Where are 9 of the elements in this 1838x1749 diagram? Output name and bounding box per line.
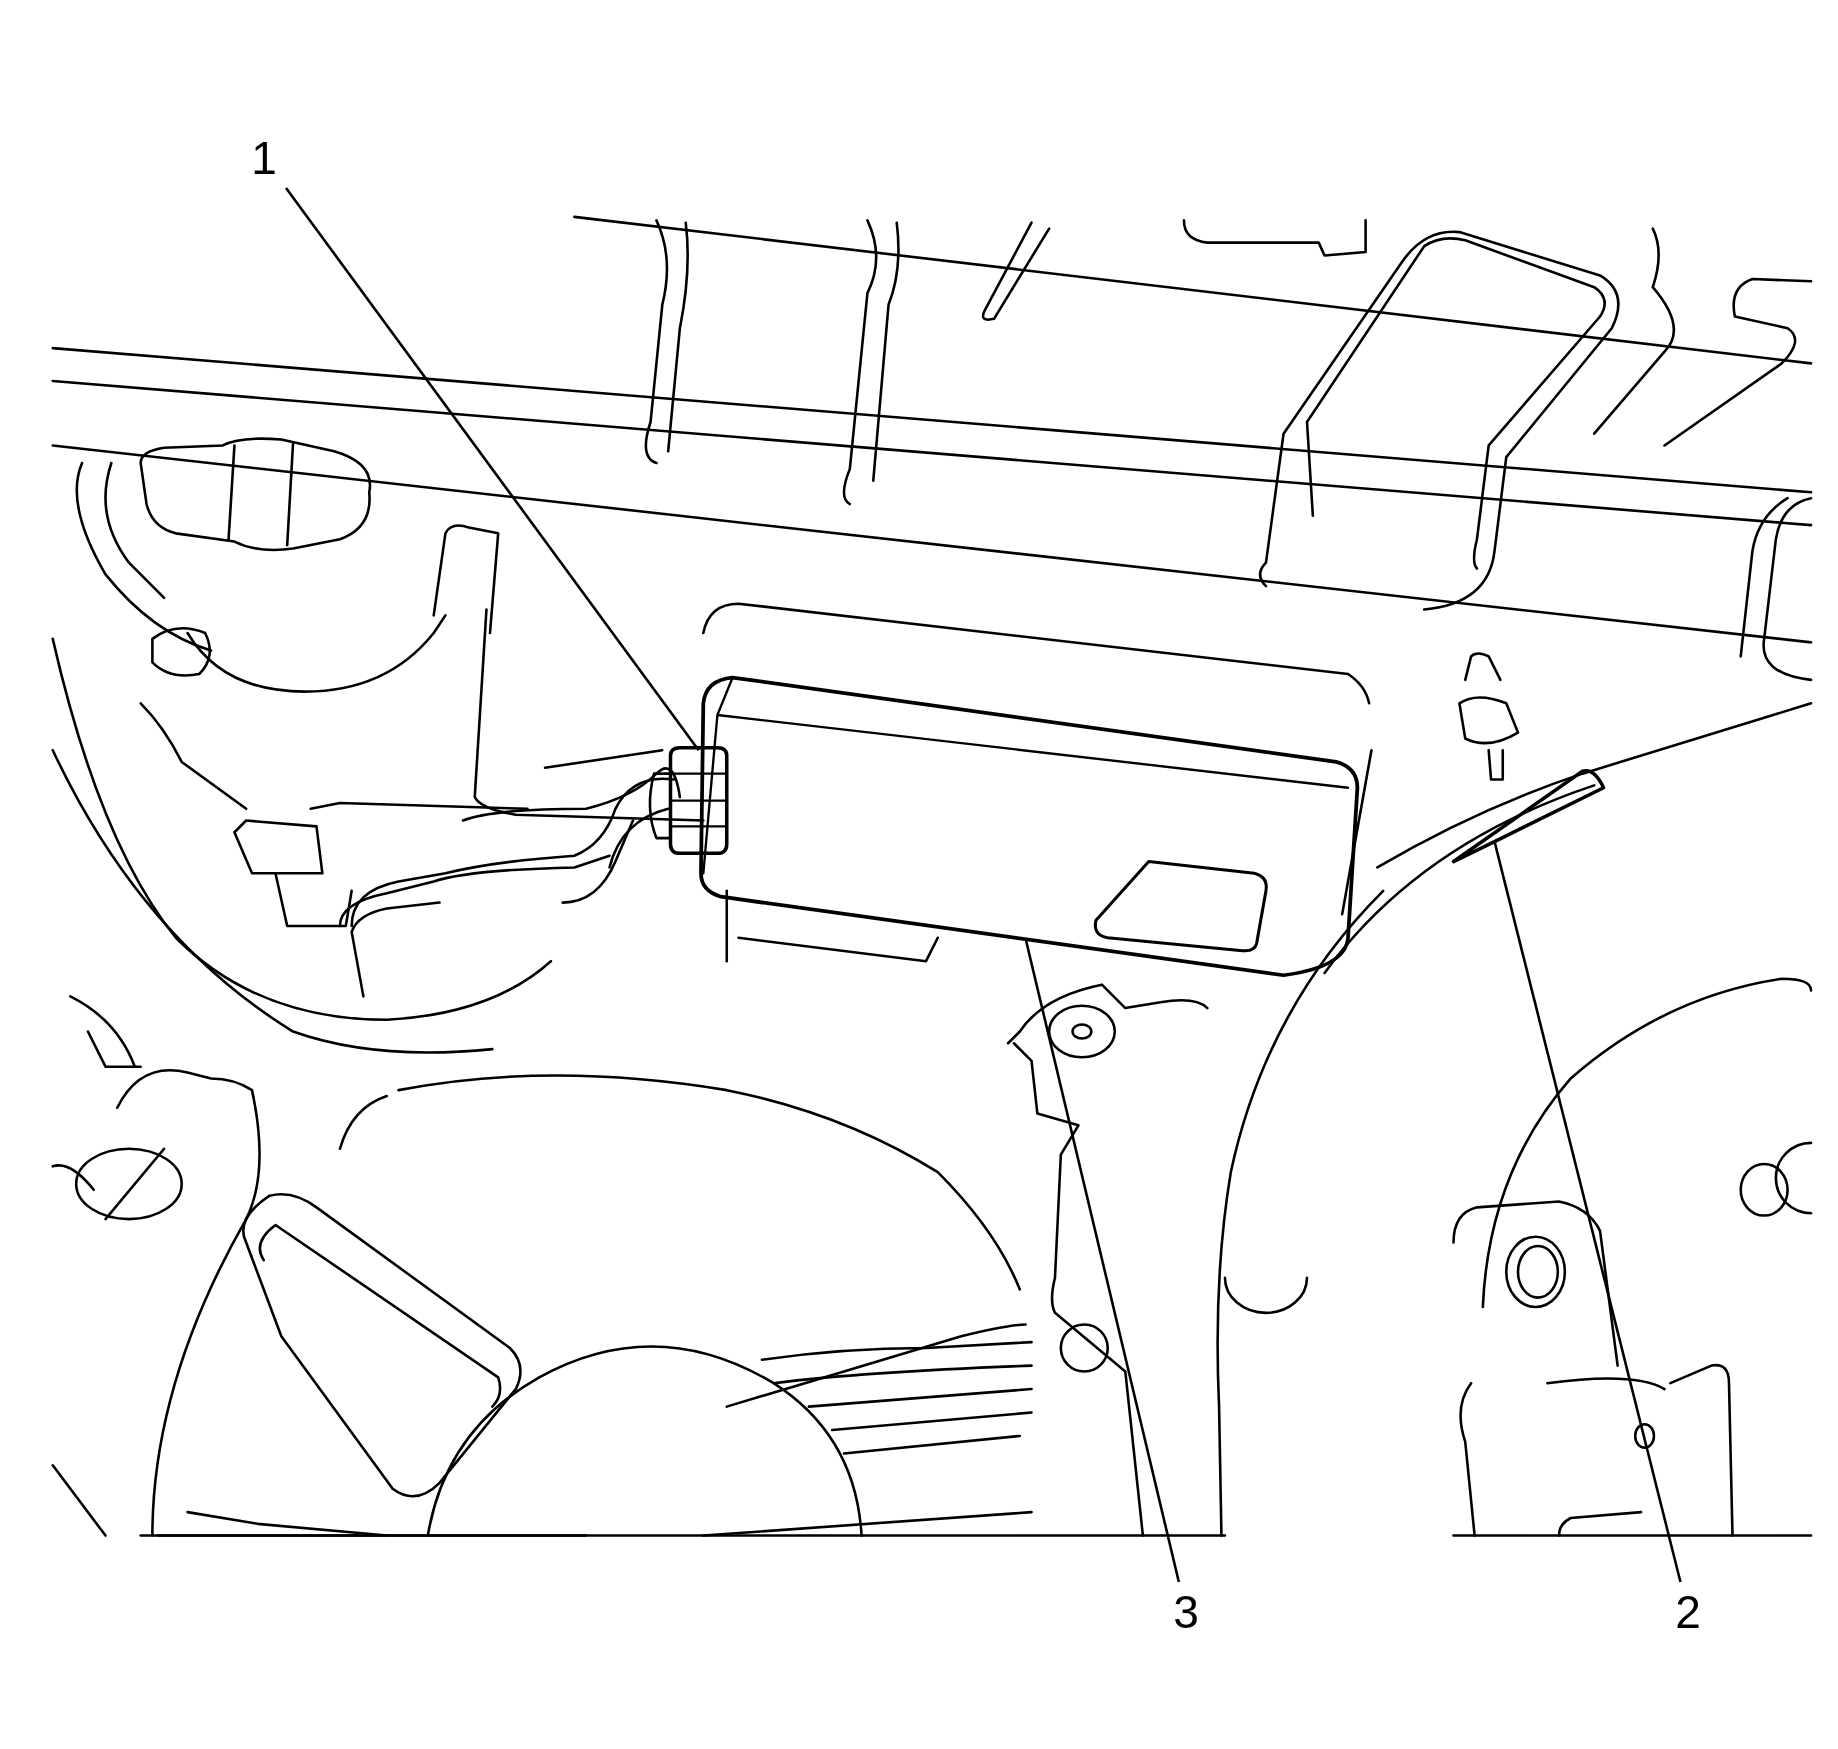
leader-line: [1024, 938, 1181, 1583]
leader-line: [284, 187, 700, 751]
leader-line: [1493, 841, 1682, 1583]
module-drawing: [699, 675, 1360, 978]
callout-number: 3: [1166, 1589, 1206, 1635]
callout-number: 1: [244, 135, 284, 181]
grommet-drawing: [648, 746, 729, 856]
bracket-drawing: [1451, 769, 1606, 864]
callout-number: 2: [1668, 1589, 1708, 1635]
